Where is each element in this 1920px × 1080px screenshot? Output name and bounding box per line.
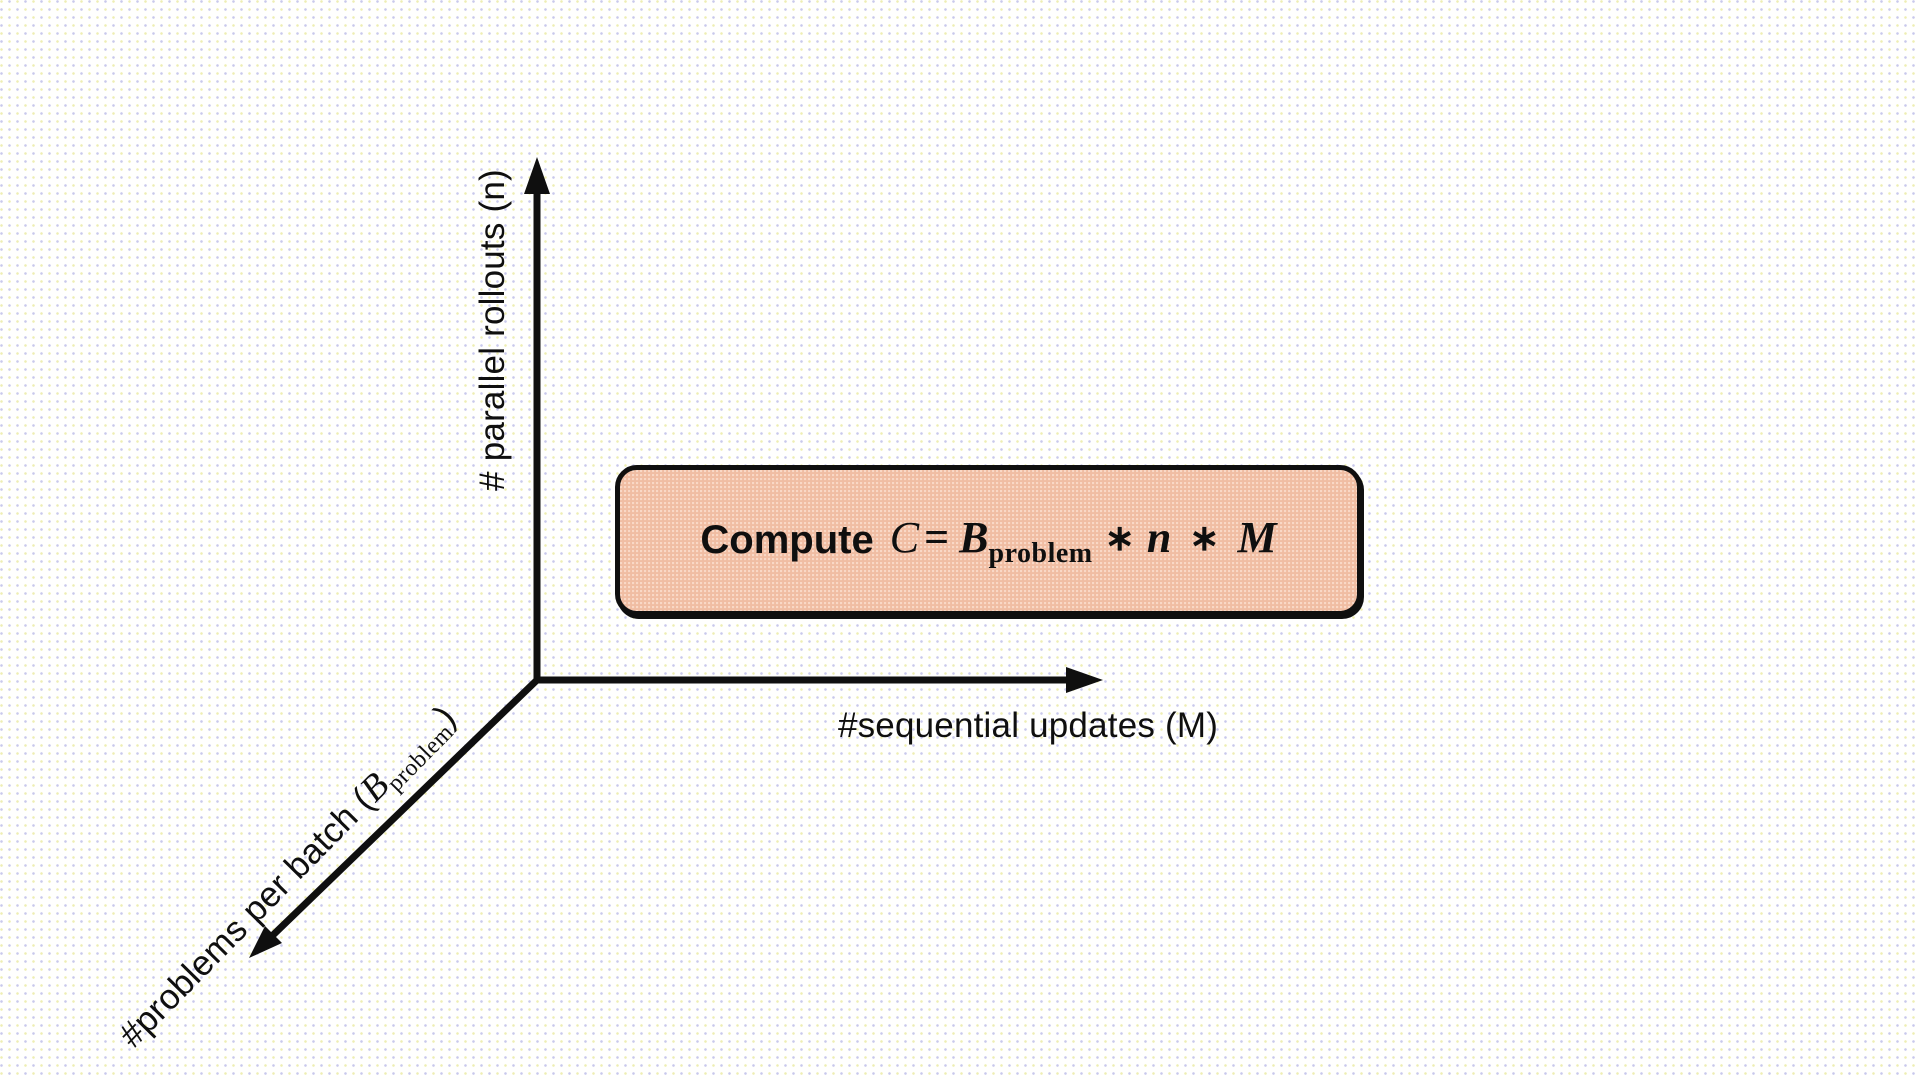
formula-updates-variable: M — [1237, 512, 1277, 562]
compute-box-title: Compute — [700, 518, 874, 562]
right-arrowhead-icon — [1066, 667, 1103, 693]
formula-rollouts-variable: n — [1146, 512, 1172, 562]
compute-formula: C=Bproblem ∗ n ∗ M — [890, 512, 1277, 570]
formula-multiply-2: ∗ — [1189, 517, 1220, 558]
x-axis-label: #sequential updates (M) — [837, 706, 1219, 745]
formula-batch-subscript: problem — [988, 537, 1093, 569]
down-left-arrowhead-icon — [249, 926, 282, 958]
formula-batch-variable: B — [959, 512, 989, 562]
formula-multiply-1: ∗ — [1104, 517, 1135, 558]
diagonal-axis-line — [269, 677, 540, 939]
formula-lhs: C — [889, 512, 920, 562]
up-arrowhead-icon — [524, 157, 550, 194]
compute-box: Compute C=Bproblem ∗ n ∗ M — [615, 465, 1362, 616]
y-axis-label: # parallel rollouts (n) — [473, 169, 512, 491]
formula-equals: = — [924, 512, 950, 562]
